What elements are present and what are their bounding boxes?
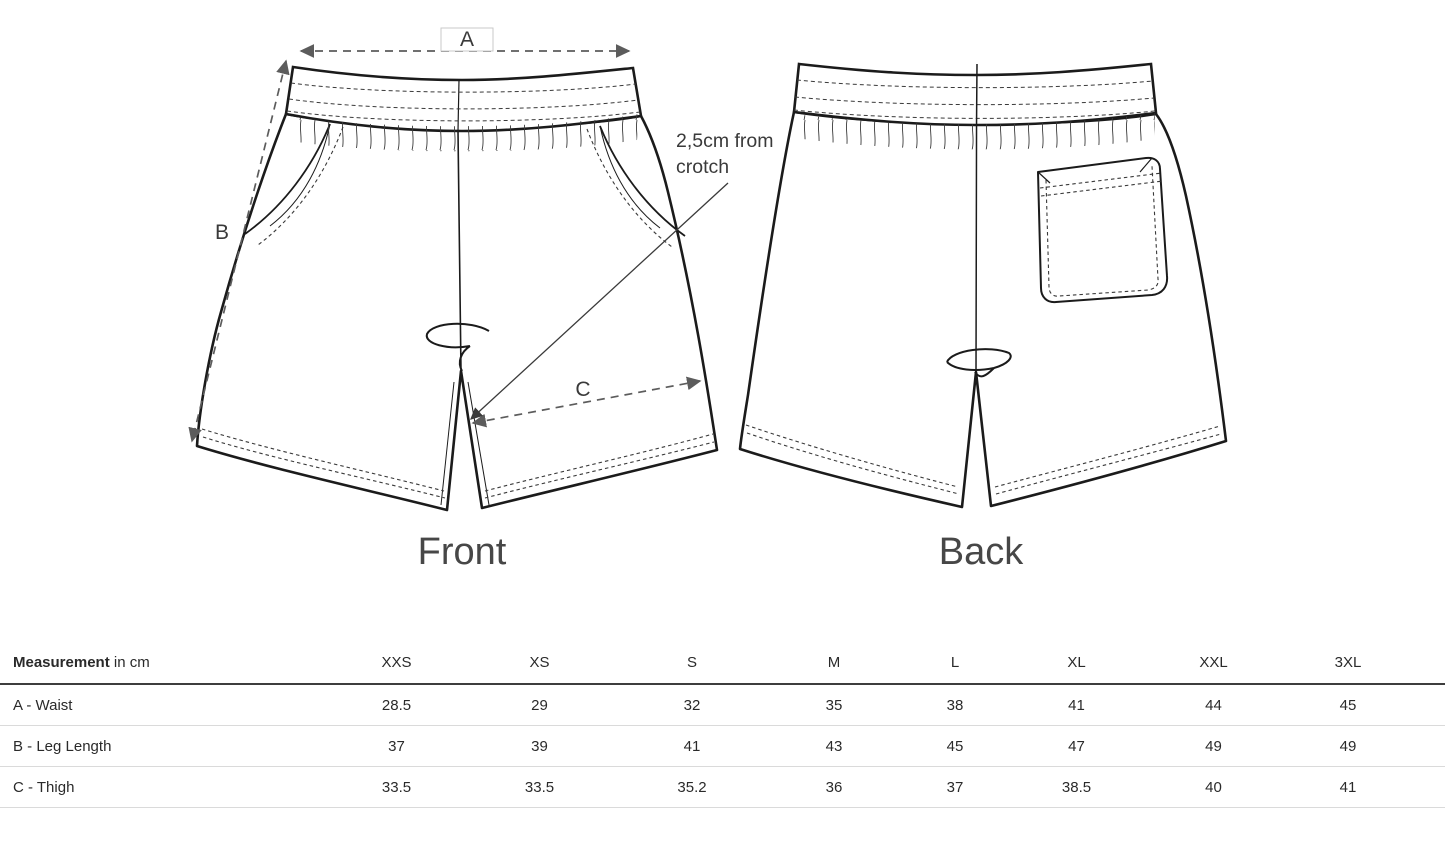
measurement-value: 32 — [616, 684, 768, 726]
row-label-leg-length: B - Leg Length — [0, 725, 330, 767]
size-col-header-xxl: XXL — [1143, 641, 1284, 685]
dimension-a-label-box — [440, 27, 494, 52]
measurement-header-unit: in cm — [109, 653, 150, 671]
row-label-waist: A - Waist — [0, 684, 330, 726]
size-col-header-s: S — [616, 641, 768, 685]
size-table: Measurement in cm XXS XS S M L XL XXL 3X… — [0, 641, 1445, 808]
back-hem-stitching — [745, 424, 1222, 495]
measurement-value: 49 — [1143, 725, 1284, 767]
front-waistband-fringe — [288, 114, 639, 152]
table-row-leg-length: B - Leg Length 37 39 41 43 45 47 49 49 — [0, 725, 1445, 767]
table-row-thigh: C - Thigh 33.5 33.5 35.2 36 37 38.5 40 4… — [0, 766, 1445, 808]
table-row-waist: A - Waist 28.5 29 32 35 38 41 44 45 — [0, 684, 1445, 726]
front-left-inner-facing — [440, 381, 455, 506]
crotch-annotation: 2,5cm from crotch — [470, 130, 774, 420]
measurement-value: 49 — [1284, 725, 1445, 767]
front-hem-stitching — [201, 428, 715, 499]
back-pocket — [1037, 156, 1169, 304]
front-center-seam — [457, 130, 462, 372]
measurement-value: 38.5 — [1010, 766, 1143, 808]
measurement-value: 40 — [1143, 766, 1284, 808]
measurement-header: Measurement in cm — [0, 641, 330, 685]
front-body-outline — [195, 112, 719, 512]
back-drawcord — [946, 348, 1012, 378]
measurement-value: 28.5 — [330, 684, 463, 726]
measurement-value: 38 — [900, 684, 1010, 726]
dimension-b: B — [188, 59, 290, 443]
annotation-text-line1: 2,5cm from — [676, 130, 774, 152]
annotation-text-line2: crotch — [676, 156, 729, 178]
front-view-label: Front — [418, 531, 507, 573]
measurement-value: 39 — [463, 725, 616, 767]
shorts-technical-drawing: A B C 2,5cm from crotch Front Back — [188, 27, 1228, 573]
dimension-c-label: C — [575, 378, 590, 401]
measurement-value: 37 — [330, 725, 463, 767]
size-col-header-l: L — [900, 641, 1010, 685]
measurement-value: 35.2 — [616, 766, 768, 808]
measurement-value: 41 — [616, 725, 768, 767]
front-shorts-drawing — [195, 65, 719, 512]
measurement-value: 36 — [768, 766, 900, 808]
back-center-seam — [975, 63, 978, 373]
measurement-header-bold: Measurement — [13, 653, 110, 671]
measurement-value: 33.5 — [463, 766, 616, 808]
size-col-header-xs: XS — [463, 641, 616, 685]
measurement-value: 35 — [768, 684, 900, 726]
measurement-value: 43 — [768, 725, 900, 767]
measurement-value: 45 — [900, 725, 1010, 767]
back-shorts-drawing — [738, 62, 1228, 509]
dimension-a: A — [299, 27, 631, 58]
size-col-header-xxs: XXS — [330, 641, 463, 685]
front-drawcord — [425, 322, 490, 372]
back-body-outline — [738, 110, 1228, 509]
measurement-value: 45 — [1284, 684, 1445, 726]
dimension-c: C — [471, 376, 702, 428]
annotation-leader-line — [470, 182, 729, 420]
measurement-value: 33.5 — [330, 766, 463, 808]
dimension-b-label: B — [215, 221, 229, 244]
back-waistband — [792, 62, 1158, 127]
row-label-thigh: C - Thigh — [0, 766, 330, 808]
table-header-row: Measurement in cm XXS XS S M L XL XXL 3X… — [0, 641, 1445, 685]
dimension-a-label: A — [460, 28, 474, 51]
size-col-header-m: M — [768, 641, 900, 685]
measurement-value: 44 — [1143, 684, 1284, 726]
measurement-value: 41 — [1284, 766, 1445, 808]
measurement-value: 37 — [900, 766, 1010, 808]
size-col-header-3xl: 3XL — [1284, 641, 1445, 685]
measurement-value: 41 — [1010, 684, 1143, 726]
measurement-value: 47 — [1010, 725, 1143, 767]
back-waistband-fringe — [795, 113, 1155, 150]
back-view-label: Back — [939, 531, 1024, 573]
measurement-value: 29 — [463, 684, 616, 726]
size-col-header-xl: XL — [1010, 641, 1143, 685]
